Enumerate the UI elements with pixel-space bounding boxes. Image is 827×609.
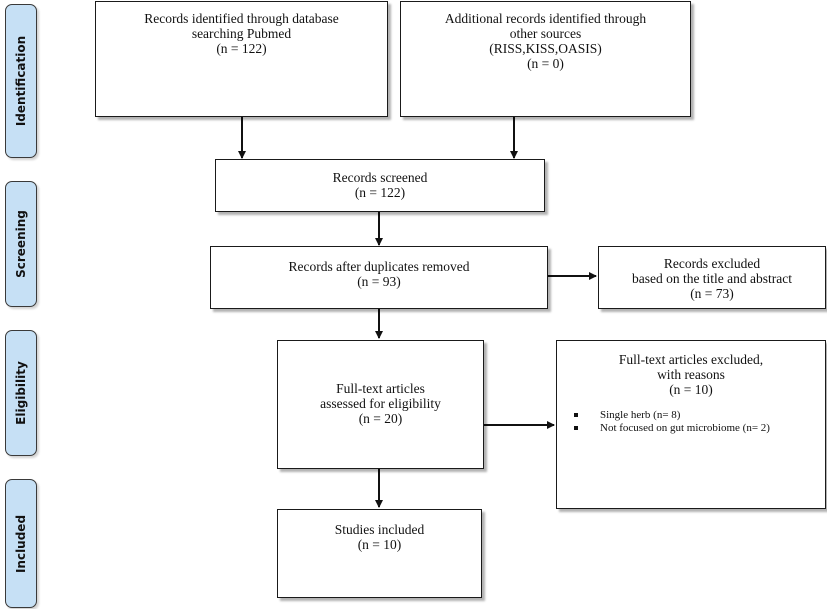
phase-eligibility-label: Eligibility [14, 361, 28, 425]
box-database-records: Records identified through database sear… [95, 1, 388, 117]
box-other-sources-text: Additional records identified through ot… [444, 11, 647, 56]
box-database-text: Records identified through database sear… [144, 11, 339, 41]
phase-included-label: Included [14, 514, 28, 573]
box-screened-count: (n = 122) [354, 185, 406, 200]
bullet-icon [574, 413, 578, 417]
box-database-count: (n = 122) [216, 41, 267, 56]
box-after-duplicates-count: (n = 93) [357, 274, 401, 289]
box-other-sources-count: (n = 0) [527, 56, 564, 71]
exclusion-reasons-list: Single herb (n= 8) Not focused on gut mi… [574, 409, 770, 435]
box-after-duplicates: Records after duplicates removed (n = 93… [210, 246, 548, 309]
phase-identification: Identification [5, 4, 37, 158]
exclusion-reason-item: Not focused on gut microbiome (n= 2) [574, 422, 770, 435]
box-fulltext-assessed-count: (n = 20) [358, 411, 403, 426]
box-fulltext-assessed: Full-text articles assessed for eligibil… [277, 340, 484, 469]
box-excluded-title-text: Records excluded based on the title and … [631, 256, 793, 286]
box-included-count: (n = 10) [357, 537, 402, 552]
box-screened-text: Records screened [332, 170, 428, 185]
box-records-screened: Records screened (n = 122) [215, 159, 545, 212]
box-studies-included: Studies included (n = 10) [277, 509, 482, 598]
exclusion-reason-item: Single herb (n= 8) [574, 409, 770, 422]
box-excluded-title-count: (n = 73) [690, 286, 734, 301]
phase-eligibility: Eligibility [5, 330, 37, 456]
bullet-icon [574, 426, 578, 430]
box-fulltext-excluded: Full-text articles excluded, with reason… [556, 340, 826, 509]
phase-included: Included [5, 479, 37, 608]
box-fulltext-excluded-count: (n = 10) [669, 382, 713, 397]
box-excluded-title-abstract: Records excluded based on the title and … [598, 246, 826, 309]
phase-screening: Screening [5, 181, 37, 307]
exclusion-reason-text: Not focused on gut microbiome (n= 2) [600, 422, 770, 434]
phase-identification-label: Identification [14, 35, 28, 127]
box-fulltext-assessed-text: Full-text articles assessed for eligibil… [320, 381, 441, 411]
phase-screening-label: Screening [14, 210, 28, 278]
box-fulltext-excluded-text: Full-text articles excluded, with reason… [618, 352, 764, 382]
exclusion-reason-text: Single herb (n= 8) [600, 409, 681, 421]
box-included-text: Studies included [334, 522, 425, 537]
box-after-duplicates-text: Records after duplicates removed [288, 259, 470, 274]
box-other-sources: Additional records identified through ot… [400, 1, 691, 117]
